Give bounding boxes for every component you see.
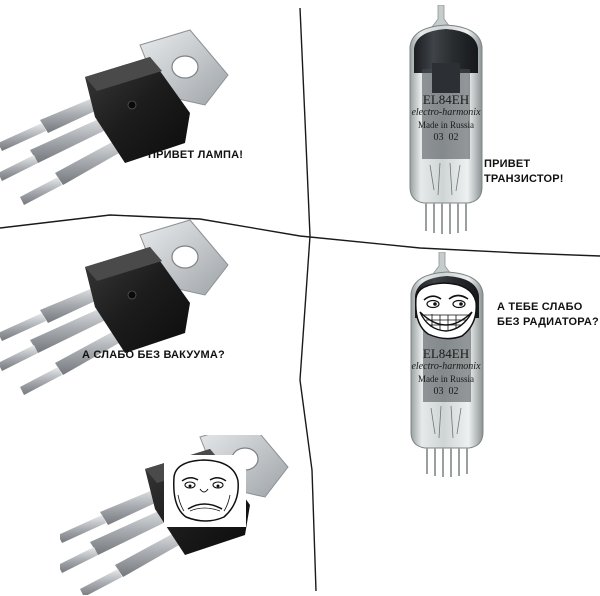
tube-label-1: EL84EH electro-harmonix Made in Russia 0… (398, 93, 494, 143)
tube-model: EL84EH (422, 346, 470, 361)
caption-panel-2-line-1: ПРИВЕТ (484, 158, 531, 170)
caption-panel-4-line-2: БЕЗ РАДИАТОРА? (497, 316, 599, 328)
caption-panel-4-line-1: А ТЕБЕ СЛАБО (497, 301, 583, 313)
tube-date: 03 02 (433, 386, 459, 397)
caption-panel-1: ПРИВЕТ ЛАМПА! (148, 149, 244, 161)
caption-panel-2-line-2: ТРАНЗИСТОР! (484, 173, 564, 185)
tube-origin: Made in Russia (418, 374, 474, 384)
tube-brand: electro-harmonix (411, 107, 481, 118)
transistor-image-1 (0, 29, 229, 206)
caption-panel-3: А СЛАБО БЕЗ ВАКУУМА? (82, 349, 225, 361)
tube-origin: Made in Russia (418, 120, 474, 130)
vacuum-tube-image-1 (409, 5, 483, 234)
tube-label-2: EL84EH electro-harmonix Made in Russia 0… (398, 347, 494, 397)
caption-panel-2: ПРИВЕТ ТРАНЗИСТОР! (484, 157, 564, 187)
caption-panel-4: А ТЕБЕ СЛАБО БЕЗ РАДИАТОРА? (497, 300, 599, 330)
troll-face-icon (415, 282, 477, 340)
transistor-image-2 (0, 219, 229, 396)
tube-date: 03 02 (433, 132, 459, 143)
sad-troll-face-icon (164, 455, 246, 527)
tube-model: EL84EH (422, 92, 470, 107)
tube-brand: electro-harmonix (411, 361, 481, 372)
